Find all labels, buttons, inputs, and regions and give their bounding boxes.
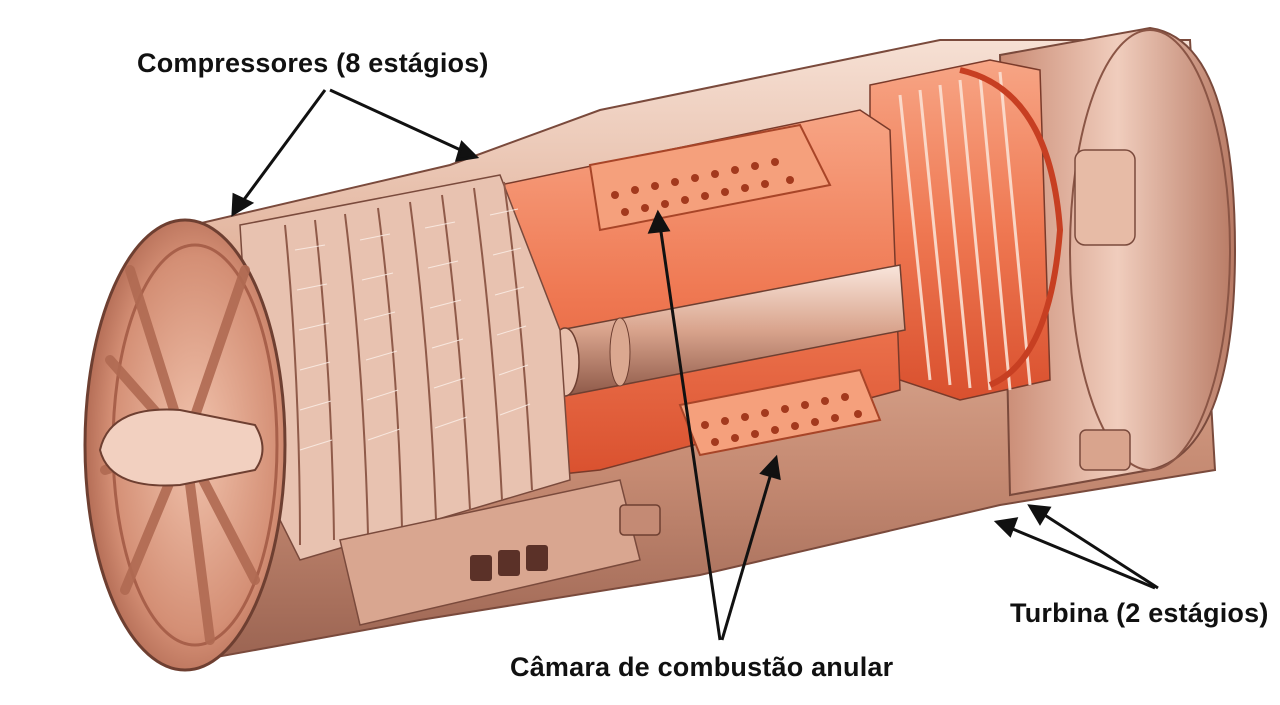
arrow-compressor-right xyxy=(329,88,466,154)
arrow-combustor-top xyxy=(658,224,722,641)
turbine-section xyxy=(869,59,1064,401)
spinner-nose xyxy=(98,408,264,487)
arrow-combustor-bottom xyxy=(720,469,774,641)
exhaust-section xyxy=(998,26,1237,497)
arrow-turbine-right xyxy=(1039,510,1159,590)
compressors-label: Compressores (8 estágios) xyxy=(137,48,489,78)
intake xyxy=(83,218,287,672)
combustion-chamber-label: Câmara de combustão anular xyxy=(510,652,894,682)
arrow-compressor-left xyxy=(238,89,327,206)
compressor-section xyxy=(239,174,571,561)
arrow-turbine-left xyxy=(1007,525,1156,590)
accessory-casing xyxy=(339,479,661,626)
annotation-arrows xyxy=(231,88,1159,641)
turbine-label: Turbina (2 estágios) xyxy=(1010,598,1269,628)
